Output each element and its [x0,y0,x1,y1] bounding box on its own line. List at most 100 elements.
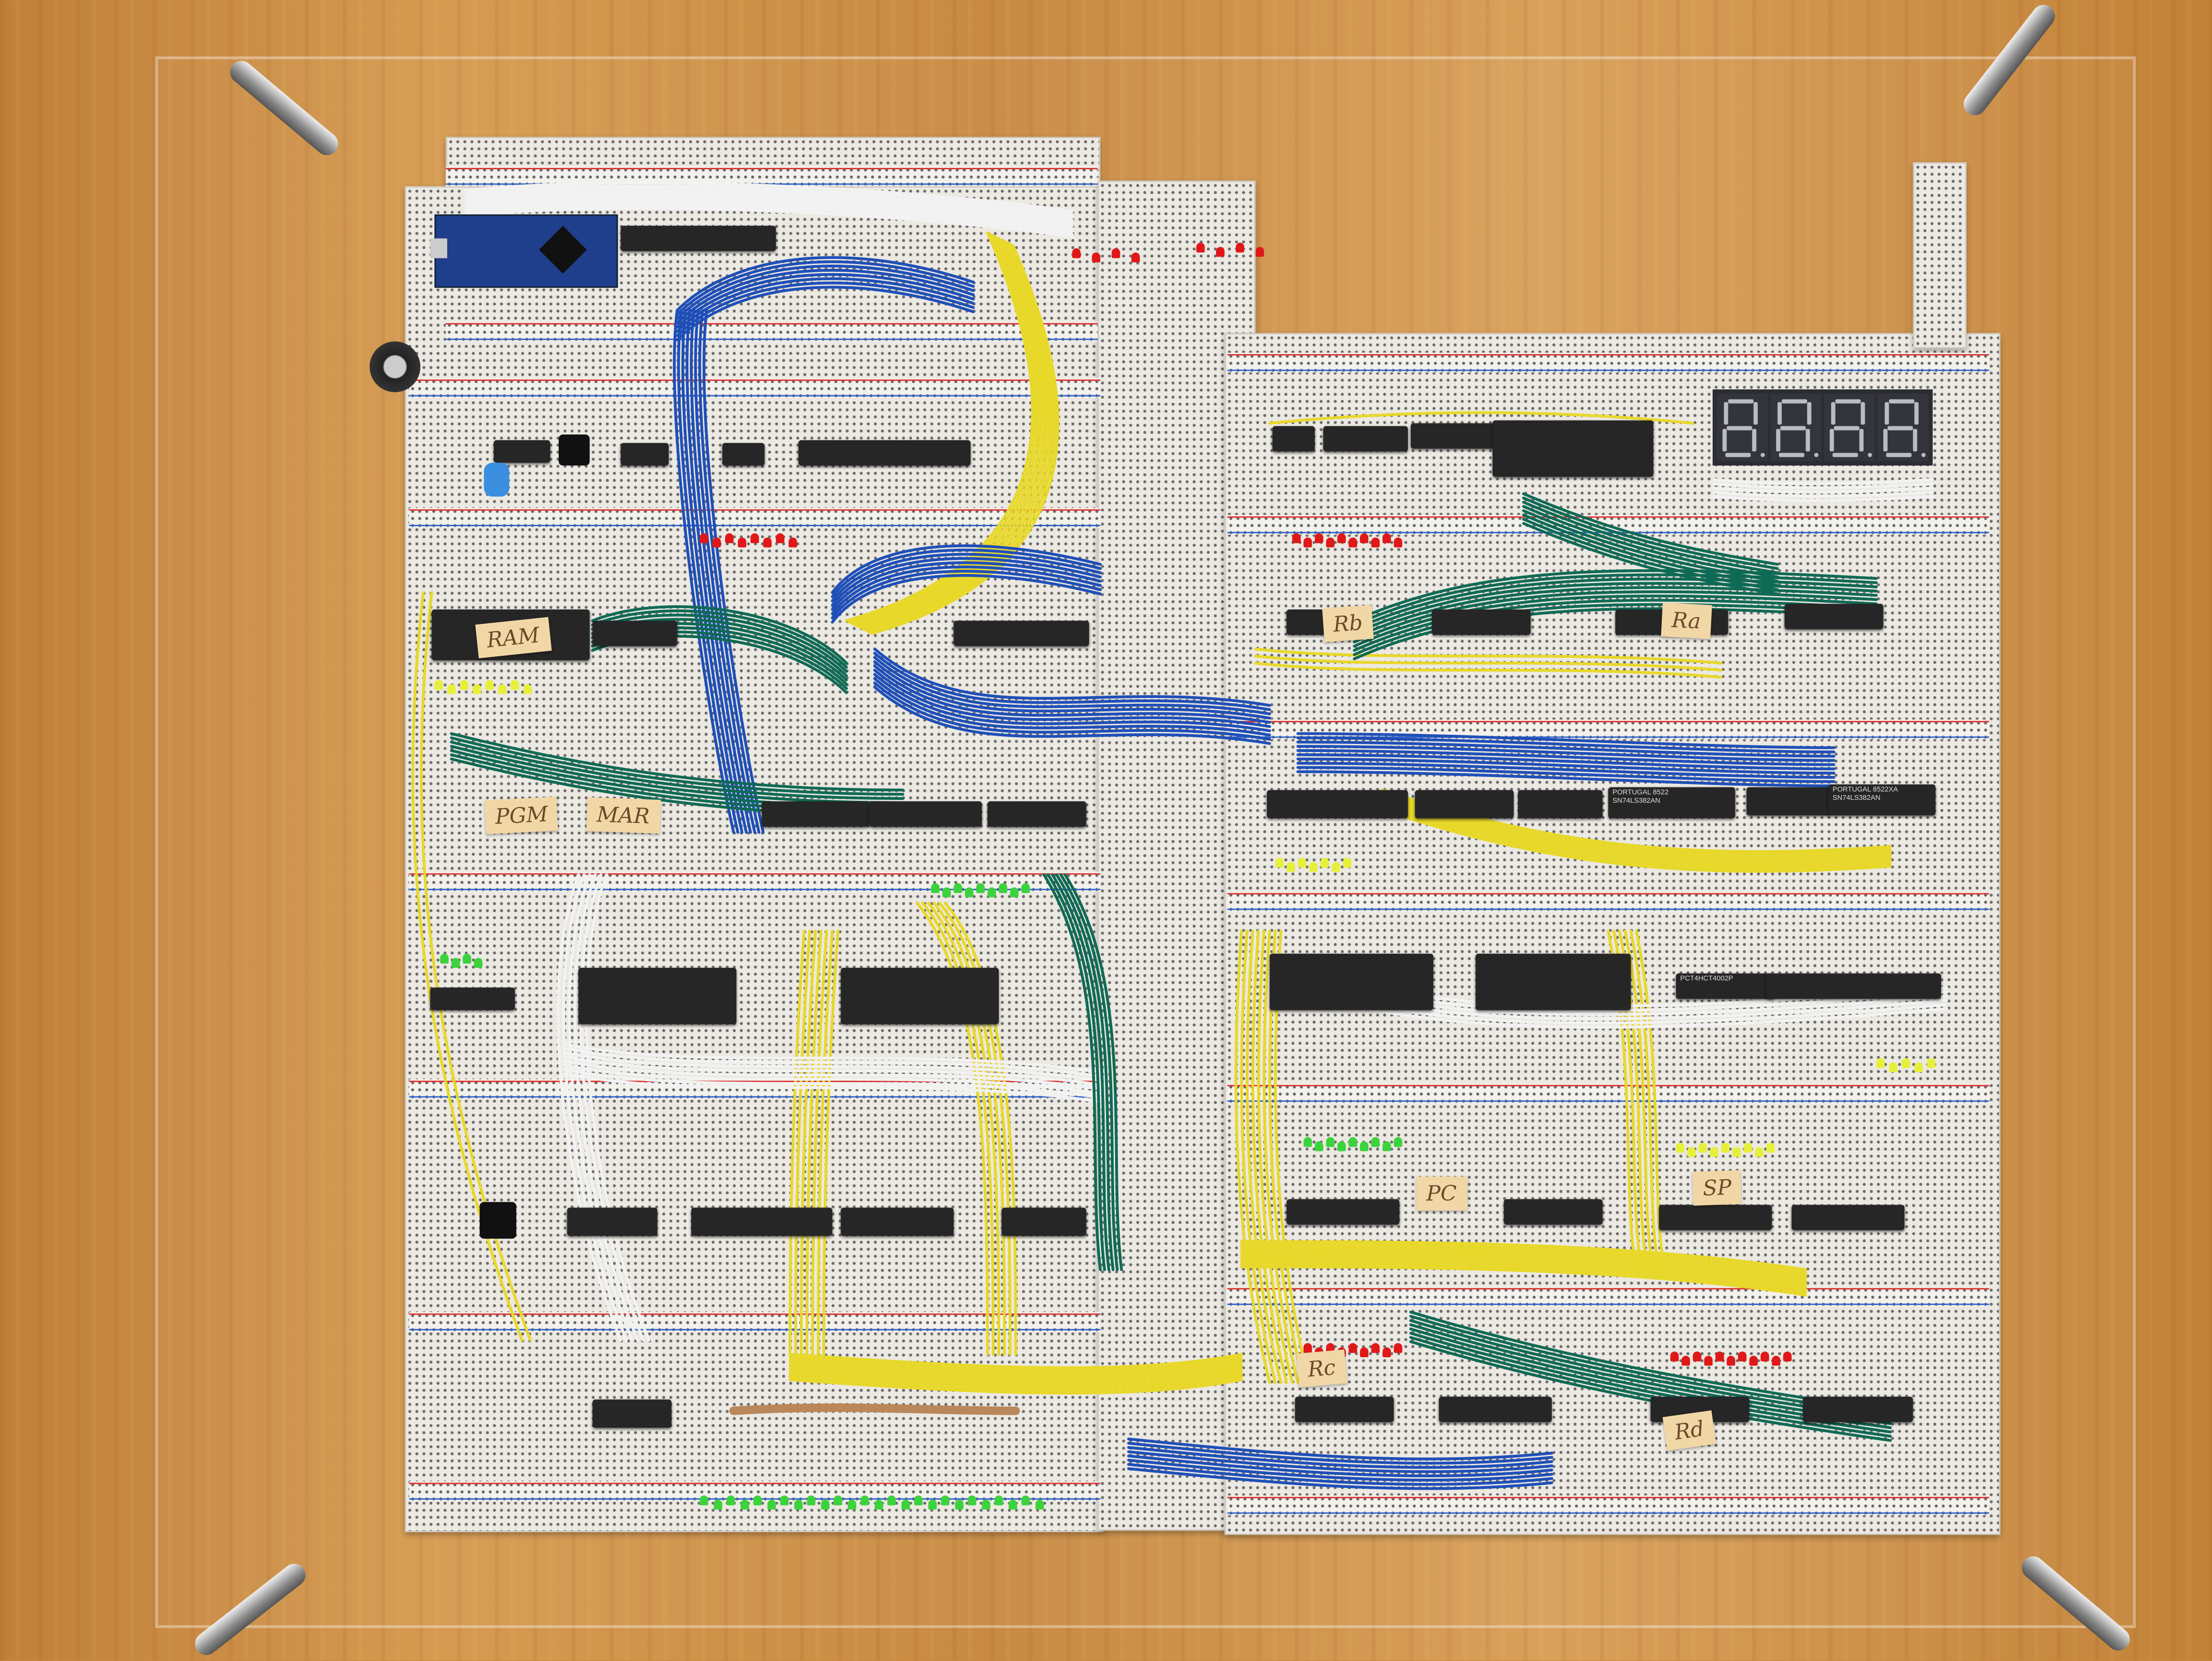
jumper-wire [464,198,1074,230]
led [1337,533,1346,543]
jumper-wire [1042,873,1102,1272]
led [699,533,708,543]
led [472,684,481,694]
jumper-wire [1047,873,1106,1272]
led [510,680,520,690]
ic-chip [1411,423,1495,449]
jumper-wire [870,244,1060,635]
led [1236,243,1245,253]
jumper-wire [873,652,1272,711]
jumper-wire [675,269,975,325]
led [1382,533,1391,543]
led [1902,1058,1910,1068]
segment [1781,399,1807,404]
jumper-wire [1240,1260,1807,1291]
segment [1883,429,1888,452]
jumper-wire [675,273,975,329]
led [1382,1347,1391,1357]
led [1131,252,1140,263]
jumper-wire [794,930,811,1356]
led [1726,1355,1736,1366]
led [940,1495,950,1506]
led [1309,862,1318,872]
jumper-wire [1296,741,1836,758]
led [460,680,469,690]
jumper-wire [873,656,1272,716]
led [1394,1137,1403,1147]
jumper-wire [873,660,1272,720]
jumper-wire [1296,736,1836,753]
jumper-wire [563,1072,1102,1104]
led [1035,1499,1043,1510]
led [900,1499,909,1510]
jumper-wire [585,873,651,1342]
jumper-wire [938,901,1012,1356]
jumper-wire [694,309,756,834]
jumper-wire [563,1068,1102,1099]
jumper-wire [1240,930,1277,1384]
jumper-wire [1381,808,1892,873]
label-sp: SP [1692,1170,1742,1206]
jumper-wire [563,1047,1102,1078]
usb-port [430,238,447,258]
seven-segment-digit [1824,393,1875,462]
ic-chip [1438,1396,1552,1422]
jumper-wire [1127,1454,1553,1478]
jumper-wire [1381,797,1892,862]
jumper-wire [1127,1438,1553,1461]
seven-segment-digit [1716,393,1768,462]
ic-chip [841,1207,954,1236]
jumper-wire [1353,573,1878,627]
ic-chip [1432,609,1531,635]
jumper-wire [1268,930,1305,1384]
ic-chip [1746,787,1831,816]
label-mar: MAR [586,797,660,834]
led [788,537,797,548]
ic-chip [1267,790,1408,819]
jumper-wire [1127,1459,1553,1482]
led [1755,1147,1764,1157]
jumper-wire [1296,757,1836,775]
led [998,883,1007,893]
ic-chip [798,440,971,466]
jumper-wire [681,309,744,834]
segment [1886,453,1912,457]
jumper-wire [817,930,834,1356]
led [1349,1137,1357,1147]
breadboard-right-rail [1913,162,1967,349]
led [1326,537,1335,548]
segment [1725,453,1751,457]
jumper-wire [464,189,1074,221]
ic-chip [1270,953,1434,1010]
led [1337,1141,1346,1152]
segment [1831,402,1836,425]
power-rail [409,872,1101,892]
jumper-wire [1353,607,1878,661]
jumper-wire [805,930,823,1356]
led [1394,537,1403,548]
led [750,533,759,543]
led [1315,1141,1324,1152]
led [726,1495,735,1506]
ic-chip [620,443,669,466]
jumper-wire [943,901,1018,1356]
jumper-wire [873,664,1272,724]
led [1010,887,1019,897]
jumper-wire [1296,749,1836,766]
jumper-wire [591,613,848,673]
jumper-wire [450,736,905,796]
led [1732,1147,1741,1157]
microcontroller [539,225,587,274]
ic-chip [1475,953,1631,1010]
decimal-point [1760,453,1765,457]
led [1021,883,1030,893]
arduino-nano [430,214,618,288]
jumper-wire [867,243,1057,634]
jumper-wire [1353,569,1878,622]
ic-chip [1766,973,1941,999]
led [1927,1058,1936,1068]
jumper-wire [788,1367,1243,1384]
jumper-wire [1240,1248,1807,1280]
jumper-wire [873,677,1272,737]
